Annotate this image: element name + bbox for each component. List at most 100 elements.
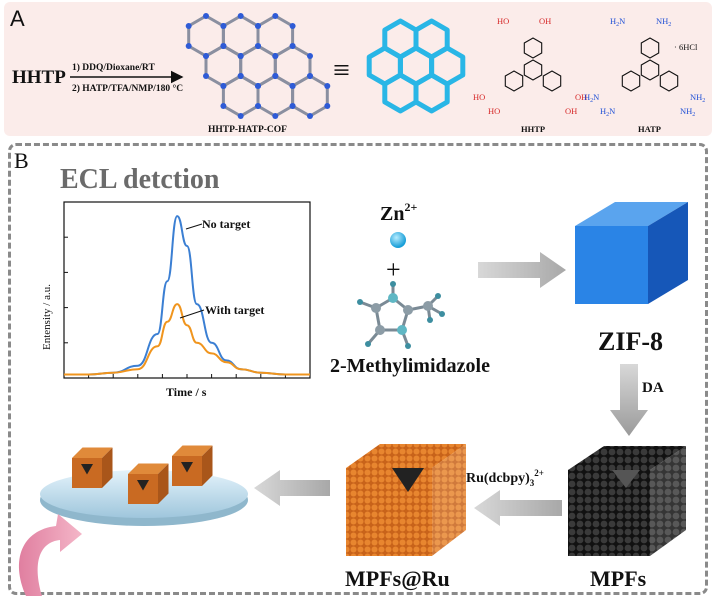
hatp-hcl: · 6HCl <box>674 42 698 52</box>
methylimidazole-label: 2-Methylimidazole <box>330 355 490 377</box>
cof-atom-node <box>185 23 192 29</box>
hhtp-ho-3: HO <box>488 106 500 116</box>
equivalence-sign: ≡ <box>333 54 350 87</box>
cof-atom-node <box>220 83 227 89</box>
cof-atom-node <box>255 23 261 29</box>
cof-lattice-structure <box>185 13 331 119</box>
cof-atom-node <box>185 43 192 49</box>
cof-atom-node <box>307 113 313 119</box>
zif8-label: ZIF-8 <box>598 327 663 356</box>
cof-label: HHTP-HATP-COF <box>208 125 287 135</box>
zn-label: Zn2+ <box>380 200 417 225</box>
cof-atom-node <box>255 103 261 109</box>
cof-atom-node <box>237 113 244 119</box>
cof-atom-node <box>272 113 279 119</box>
ring <box>640 37 660 59</box>
hhtp-reactant-label: HHTP <box>12 67 66 88</box>
annot-no-target: No target <box>202 217 250 231</box>
methylimidazole-molecule <box>357 281 445 349</box>
cof-atom-node <box>203 53 209 59</box>
arrow-ru-loading <box>474 490 562 526</box>
mpfs-ru-cube <box>346 444 466 556</box>
ru-label: Ru(dcbpy)32+ <box>466 468 544 488</box>
cof-atom-node <box>272 53 279 59</box>
cof-atom-node <box>289 83 296 89</box>
cof-atom-node <box>289 23 296 29</box>
reaction-step-2: 2) HATP/TFA/NMP/180 °C <box>72 83 183 94</box>
arrow-to-zif8 <box>478 252 566 288</box>
cof-atom-node <box>220 103 227 109</box>
panel-a <box>4 2 712 136</box>
cof-atom-node <box>255 83 261 89</box>
cof-atom-node <box>237 53 244 59</box>
hatp-nh2-5: NH2 <box>680 106 695 118</box>
mpfs-label: MPFs <box>590 566 647 591</box>
cof-atom-node <box>237 13 244 19</box>
chart-frame <box>63 201 311 379</box>
hhtp-molecule: HO OH HO HO OH OH HHTP <box>473 16 587 134</box>
cof-atom-node <box>307 73 313 79</box>
cof-atom-node <box>220 43 227 49</box>
immobilized-cubes <box>72 445 213 504</box>
reaction-step-1: 1) DDQ/Dioxane/RT <box>72 62 155 73</box>
small-cube-mark <box>181 462 193 473</box>
small-cube-side <box>202 445 213 486</box>
zif8-cube <box>575 202 688 304</box>
cof-atom-node <box>289 103 296 109</box>
small-cube-mark <box>81 464 93 475</box>
hatp-nh2-3: H2N <box>584 92 599 104</box>
small-cube-side <box>158 463 169 504</box>
cof-atom-node <box>324 103 331 109</box>
hhtp-oh-2: OH <box>565 106 577 116</box>
hatp-name: HATP <box>638 124 661 134</box>
hhtp-oh-3: OH <box>575 92 587 102</box>
arrow-da <box>610 364 648 436</box>
cof-atom-node <box>324 83 331 89</box>
hatp-molecule: H2N NH2 H2N H2N NH2 NH2 · 6HCl HATP <box>584 16 705 134</box>
mpfs-ru-label: MPFs@Ru <box>345 566 450 591</box>
arrow-to-electrode <box>254 470 330 506</box>
cof-atom-node <box>307 53 313 59</box>
ring <box>621 70 641 92</box>
cof-atom-node <box>203 73 209 79</box>
ring <box>523 37 543 59</box>
hatp-nh2-6: NH2 <box>690 92 705 104</box>
hhtp-ho-2: HO <box>473 92 485 102</box>
hatp-nh2-2: NH2 <box>656 16 671 28</box>
small-cube-top <box>172 445 213 456</box>
cof-atom-node <box>272 73 279 79</box>
ring <box>640 59 660 81</box>
cof-hexagon <box>382 72 419 114</box>
small-cube-top <box>128 463 169 474</box>
zn-ion-sphere <box>390 232 406 248</box>
hatp-nh2-4: H2N <box>600 106 615 118</box>
annot-with-target-leader <box>179 309 205 319</box>
small-cube-side <box>102 447 113 488</box>
mpfs-cube <box>568 446 686 556</box>
chart-ylabel: Entensity / a.u. <box>41 284 53 350</box>
hhtp-name: HHTP <box>521 124 545 134</box>
chart-xlabel: Time / s <box>166 385 207 399</box>
small-cube-mark <box>137 480 149 491</box>
ring <box>659 70 679 92</box>
cof-atom-node <box>255 43 261 49</box>
ring <box>542 70 562 92</box>
hhtp-ho-1: HO <box>497 16 509 26</box>
cof-atom-node <box>272 13 279 19</box>
small-cube-top <box>72 447 113 458</box>
cof-simplified-hexagons <box>366 18 466 114</box>
cof-atom-node <box>220 23 227 29</box>
hhtp-oh-1: OH <box>539 16 551 26</box>
ring <box>523 59 543 81</box>
pink-curved-arrow <box>18 514 83 596</box>
cof-atom-node <box>289 43 296 49</box>
da-label: DA <box>642 380 664 396</box>
series-with-target-line <box>63 303 310 376</box>
cof-hexagon <box>382 18 419 60</box>
plus-sign: + <box>386 255 401 284</box>
cof-atom-node <box>237 73 244 79</box>
panel-b-letter: B <box>14 148 29 173</box>
hatp-nh2-1: H2N <box>610 16 625 28</box>
